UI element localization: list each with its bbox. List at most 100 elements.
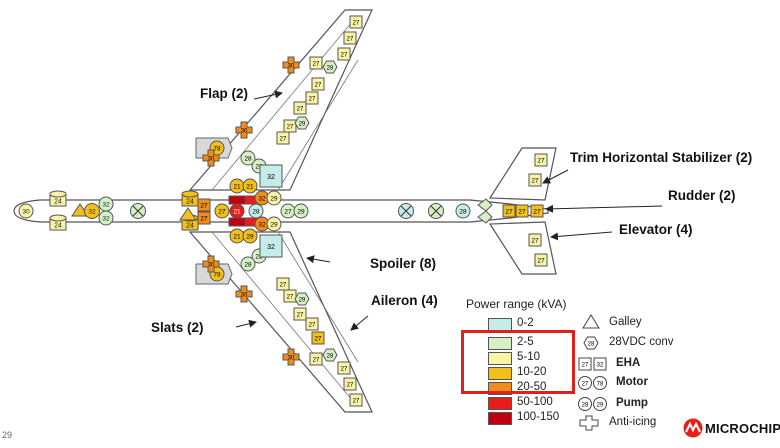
galley-triangle-fwd-1	[71, 203, 89, 217]
svg-text:32: 32	[267, 244, 275, 251]
svg-text:30: 30	[22, 209, 30, 216]
antiicing-key-icon	[579, 415, 599, 431]
svg-text:27: 27	[353, 21, 360, 27]
center-red-block-2	[228, 217, 246, 227]
svg-text:28: 28	[459, 209, 467, 216]
svg-text:27: 27	[280, 137, 287, 143]
key-antiicing-label: Anti-icing	[609, 416, 657, 428]
center-conv-1: 28	[240, 150, 256, 166]
wing-pump-1: 29	[294, 116, 310, 130]
svg-text:27: 27	[347, 383, 354, 389]
key-eha-label: EHA	[616, 357, 641, 369]
svg-text:24: 24	[186, 223, 194, 230]
legend-highlight-box	[461, 330, 575, 394]
svg-text:27: 27	[313, 358, 320, 364]
svg-text:27: 27	[582, 363, 589, 369]
svg-text:28: 28	[244, 262, 252, 269]
svg-text:28: 28	[327, 66, 334, 72]
svg-text:27: 27	[309, 97, 316, 103]
wing-eha: 27	[293, 307, 307, 321]
svg-text:27: 27	[313, 62, 320, 68]
key-motor: Motor	[612, 376, 648, 392]
center-motor-2: 21	[229, 228, 245, 244]
svg-text:21: 21	[246, 184, 254, 191]
wing-eha: 27	[343, 31, 357, 45]
cabin-eha-1: 27	[197, 198, 211, 212]
svg-text:78: 78	[213, 272, 221, 279]
galley-key-icon	[582, 314, 600, 329]
center-motor-4: 21	[242, 178, 258, 194]
key-antiicing: Anti-icing	[605, 416, 656, 432]
microchip-logo: MICROCHIP	[683, 418, 780, 440]
microchip-logo-icon	[683, 418, 703, 438]
svg-text:27: 27	[218, 209, 226, 216]
center-motor-1: 21	[229, 178, 245, 194]
svg-text:27: 27	[531, 178, 539, 185]
center-pump-6: 29	[266, 190, 282, 206]
svg-text:27: 27	[505, 209, 513, 216]
legend-label: 20-50	[517, 381, 547, 393]
tail-eha-3: 27	[530, 204, 544, 218]
legend-label: 0-2	[517, 317, 534, 329]
svg-text:30: 30	[288, 64, 295, 70]
key-pump: Pump	[612, 397, 648, 413]
wing-eha: 27	[337, 361, 351, 375]
legend-label: 10-20	[517, 366, 547, 378]
svg-text:27: 27	[537, 258, 545, 265]
svg-text:27: 27	[297, 107, 304, 113]
svg-text:27: 27	[341, 367, 348, 373]
fwd-pump-3: 32	[98, 210, 114, 226]
svg-text:28: 28	[244, 156, 252, 163]
legend-label: 5-10	[517, 351, 541, 363]
legend-swatch	[488, 367, 512, 380]
wing-eha: 27	[305, 317, 319, 331]
key-motor-label: Motor	[616, 376, 648, 388]
tail-motor-4: 27	[534, 253, 548, 267]
svg-text:29: 29	[597, 403, 604, 409]
anti-icing-plus: 30	[282, 348, 300, 366]
svg-text:28: 28	[588, 342, 595, 348]
wing-eha: 27	[349, 393, 363, 407]
fan-aft-2	[428, 203, 444, 219]
wing-eha: 27	[343, 377, 357, 391]
svg-text:29: 29	[270, 196, 278, 203]
box-lower: 32	[259, 234, 283, 258]
tail-motor-1: 27	[534, 153, 548, 167]
svg-text:32: 32	[102, 216, 110, 223]
svg-text:27: 27	[287, 125, 294, 131]
fan-aft-1	[398, 203, 414, 219]
key-galley: Galley	[605, 316, 642, 332]
legend-label: 100-150	[517, 411, 560, 423]
svg-text:30: 30	[241, 129, 248, 135]
wing-eha: 27	[311, 331, 325, 345]
galley-triangle-fwd-2	[179, 207, 197, 221]
svg-text:27: 27	[284, 209, 292, 216]
motor-key-icon-b: 78	[593, 376, 607, 390]
pump-key-icon-a: 28	[578, 397, 592, 411]
svg-text:32: 32	[258, 222, 266, 229]
fwd-pump-2: 32	[98, 196, 114, 212]
pump-key-icon-b: 29	[593, 397, 607, 411]
tail-motor-2: 27	[528, 173, 542, 187]
key-pump-label: Pump	[616, 397, 648, 409]
fan-fwd	[130, 203, 146, 219]
svg-text:32: 32	[102, 202, 110, 209]
galley-mid-1: 24	[181, 190, 199, 207]
legend-swatch	[488, 352, 512, 365]
wing-eha: 27	[349, 15, 363, 29]
eha-key-icon-b: 32	[593, 357, 607, 371]
tail-eha-2: 27	[515, 204, 529, 218]
wing-pump-2: 29	[294, 292, 310, 306]
svg-text:27: 27	[315, 83, 322, 89]
svg-text:30: 30	[208, 157, 215, 163]
anti-icing-plus: 30	[235, 121, 253, 139]
anti-icing-plus: 30	[282, 56, 300, 74]
legend-swatch	[488, 412, 512, 425]
svg-text:27: 27	[200, 203, 208, 210]
center-motor-5: 27	[214, 203, 230, 219]
svg-text:30: 30	[208, 263, 215, 269]
wing-eha: 27	[276, 277, 290, 291]
